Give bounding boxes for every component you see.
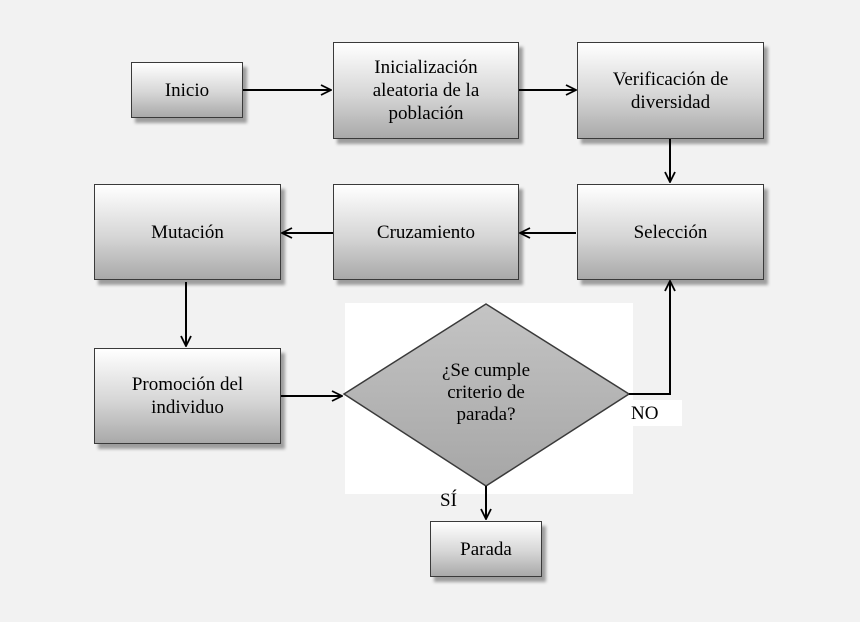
node-promocion: Promoción del individuo [94, 348, 281, 444]
arrow-decision-no-to-seleccion [629, 281, 670, 395]
node-mutacion: Mutación [94, 184, 281, 280]
node-verificacion: Verificación de diversidad [577, 42, 764, 139]
edge-label-si: SÍ [440, 490, 457, 511]
node-cruzamiento: Cruzamiento [333, 184, 519, 280]
decision-text: ¿Se cumple criterio de parada? [441, 360, 531, 425]
node-parada: Parada [430, 521, 542, 577]
edge-label-no: NO [631, 403, 659, 424]
node-seleccion: Selección [577, 184, 764, 280]
no-label-background [630, 400, 682, 426]
node-inicio: Inicio [131, 62, 243, 118]
node-inicializacion: Inicialización aleatoria de la población [333, 42, 519, 139]
